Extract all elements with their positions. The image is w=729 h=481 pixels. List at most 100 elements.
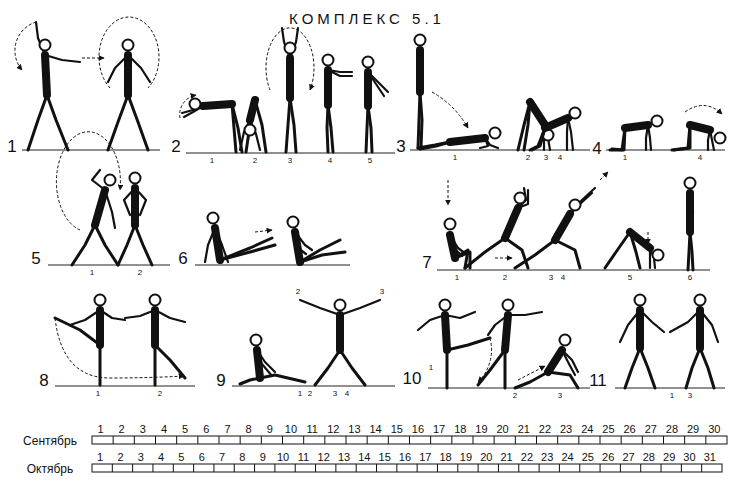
day-cell-divider [578, 436, 579, 444]
day-cell-divider [197, 436, 198, 444]
leg [155, 345, 185, 378]
torso [696, 310, 704, 348]
day-number: 6 [203, 424, 209, 435]
torso [630, 232, 650, 248]
floor-line [55, 386, 195, 387]
step-number: 1 [455, 274, 459, 282]
day-number: 5 [178, 452, 184, 463]
day-cell-divider [430, 436, 431, 444]
arm [257, 350, 272, 376]
day-number: 12 [327, 424, 339, 435]
arm [688, 193, 690, 230]
day-cell-divider [176, 436, 177, 444]
torso [203, 104, 232, 106]
exercise-figure [478, 300, 542, 389]
exercise-figure [108, 40, 150, 151]
leg [420, 142, 450, 149]
step-number: 1 [670, 392, 674, 400]
day-number: 30 [683, 452, 695, 463]
day-number: 15 [379, 452, 391, 463]
exercise-figure [182, 99, 242, 153]
step-number: 3 [380, 288, 384, 296]
day-cell-divider [234, 464, 235, 472]
calendar-strip [92, 464, 722, 472]
day-number: 26 [602, 452, 614, 463]
step-number: 3 [549, 274, 553, 282]
day-number: 2 [119, 424, 125, 435]
day-number: 5 [182, 424, 188, 435]
day-number: 25 [602, 424, 614, 435]
step-number: 2 [296, 288, 300, 296]
day-cell-divider [409, 436, 410, 444]
leg [672, 125, 690, 150]
arm [670, 310, 700, 332]
leg [700, 348, 714, 388]
leg [515, 240, 555, 268]
torso [416, 50, 424, 92]
torso [530, 102, 545, 125]
day-cell-divider [705, 436, 706, 444]
step-number: 2 [138, 269, 142, 277]
day-cell-divider [213, 464, 214, 472]
leg [290, 98, 296, 152]
day-cell-divider [681, 464, 682, 472]
torso [625, 125, 648, 128]
motion-arrow [518, 366, 545, 380]
day-number: 20 [497, 424, 509, 435]
day-cell-divider [661, 464, 662, 472]
torso [636, 310, 644, 348]
day-number: 4 [161, 424, 167, 435]
arm [649, 248, 651, 268]
day-number: 9 [267, 424, 273, 435]
head [95, 295, 106, 306]
day-number: 27 [645, 424, 657, 435]
day-number: 7 [224, 424, 230, 435]
exercise-figure [418, 128, 501, 150]
head [335, 300, 346, 311]
day-number: 19 [475, 424, 487, 435]
torso [96, 310, 104, 345]
step-number: 3 [688, 392, 692, 400]
day-cell-divider [600, 464, 601, 472]
head [40, 40, 51, 51]
day-cell-divider [621, 436, 622, 444]
leg [674, 125, 690, 150]
arm [100, 310, 125, 320]
day-number: 13 [338, 452, 350, 463]
head [190, 99, 201, 110]
leg [465, 238, 505, 268]
day-number: 1 [97, 424, 103, 435]
day-cell-divider [663, 436, 664, 444]
day-cell-divider [346, 436, 347, 444]
leg [686, 348, 700, 388]
day-number: 3 [138, 452, 144, 463]
leg [328, 105, 333, 152]
step-number: 2 [503, 274, 507, 282]
torso [324, 70, 332, 105]
exercise-figure [55, 295, 125, 386]
leg [47, 95, 68, 150]
day-number: 31 [704, 452, 716, 463]
exercise-figure [72, 170, 118, 265]
step-number: 2 [526, 154, 530, 162]
step-number: 5 [628, 274, 632, 282]
step-number: 2 [253, 157, 257, 165]
head [363, 57, 374, 68]
head [285, 43, 296, 54]
exercise-figure [670, 295, 718, 389]
day-number: 28 [643, 452, 655, 463]
floor-line [410, 150, 590, 151]
floor-line [195, 265, 350, 266]
step-number: 2 [513, 392, 517, 400]
day-number: 7 [219, 452, 225, 463]
exercise-number: 1 [7, 138, 16, 155]
leg [108, 95, 128, 150]
day-cell-divider [457, 464, 458, 472]
day-cell-divider [219, 436, 220, 444]
title: КОМПЛЕКС 5.1 [289, 11, 445, 26]
step-number: 6 [688, 274, 692, 282]
day-number: 23 [560, 424, 572, 435]
torso [690, 125, 710, 130]
leg [72, 225, 95, 265]
day-number: 18 [454, 424, 466, 435]
